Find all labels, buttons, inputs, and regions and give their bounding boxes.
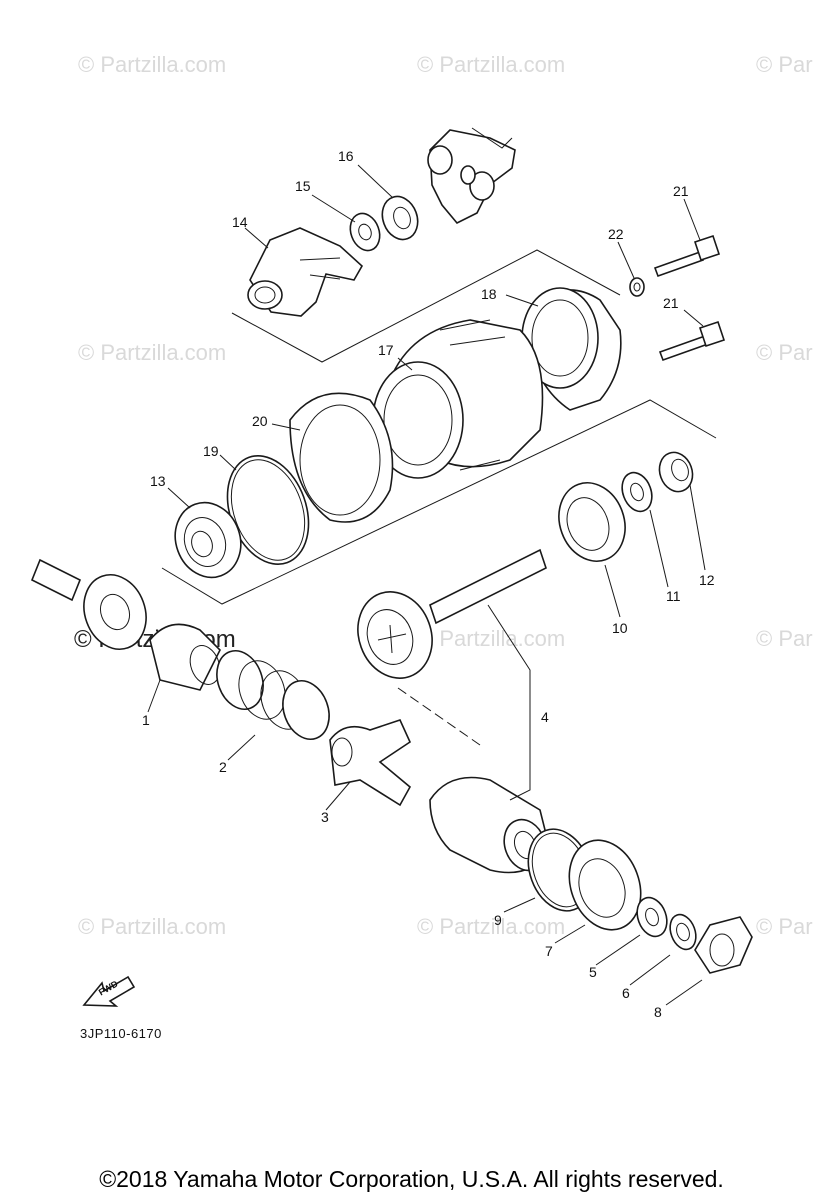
part-7-bearing: [568, 839, 642, 931]
assembly-line: [397, 687, 481, 746]
part-21-bolt: [653, 234, 721, 278]
callout-13: 13: [150, 473, 166, 489]
copyright-footer: ©2018 Yamaha Motor Corporation, U.S.A. A…: [99, 1166, 724, 1192]
watermark: © Partzilla.com: [417, 626, 566, 651]
callout-6: 6: [622, 985, 630, 1001]
watermark: © Partzilla.com: [417, 52, 566, 77]
callout-12: 12: [699, 572, 715, 588]
callout-18: 18: [481, 286, 497, 302]
callout-3: 3: [321, 809, 329, 825]
callout-17: 17: [378, 342, 394, 358]
callout-4: 4: [541, 709, 549, 725]
fwd-arrow-icon: [82, 975, 136, 1007]
diagram-code: 3JP110-6170: [80, 1026, 162, 1041]
drive-shaft-stub: [30, 558, 147, 650]
watermark: © Par: [756, 340, 813, 365]
watermark: © Partzilla.com: [78, 914, 227, 939]
part-11-washer: [621, 471, 653, 513]
watermark: © Par: [756, 626, 813, 651]
part-5-washer: [636, 896, 668, 938]
watermark: © Partzilla.com: [78, 340, 227, 365]
part-18-housing: [521, 287, 622, 411]
part-16-nut: [381, 195, 419, 241]
part-6-lock-washer: [669, 913, 697, 951]
watermark: © Par: [756, 52, 813, 77]
part-19-o-ring: [226, 454, 310, 566]
part-12-cap: [658, 451, 694, 493]
part-3-yoke: [329, 719, 412, 807]
callout-7: 7: [545, 943, 553, 959]
callout-14: 14: [232, 214, 248, 230]
watermark: © Partzilla.com: [78, 52, 227, 77]
part-1-sleeve: [149, 623, 221, 691]
callout-21: 21: [663, 295, 679, 311]
watermark: © Par: [756, 914, 813, 939]
part-8-nut: [694, 916, 753, 974]
callout-5: 5: [589, 964, 597, 980]
part-10-bearing: [558, 482, 626, 562]
part-22-washer: [629, 277, 645, 297]
callout-1: 1: [142, 712, 150, 728]
callout-19: 19: [203, 443, 219, 459]
part-17-housing: [372, 319, 544, 479]
callout-16: 16: [338, 148, 354, 164]
group-outline: [231, 249, 621, 363]
part-15-washer: [349, 212, 381, 252]
leader-lines: [147, 164, 706, 1006]
part-4-pinion-gear: [357, 548, 547, 679]
callout-10: 10: [612, 620, 628, 636]
part-21-bolt: [658, 320, 726, 362]
part-20-shim: [289, 392, 394, 523]
part-13-bearing: [174, 501, 242, 579]
part-14-yoke: [247, 227, 364, 317]
part-2-spring: [216, 650, 330, 740]
callout-20: 20: [252, 413, 268, 429]
group-outline: [161, 399, 717, 605]
callout-15: 15: [295, 178, 311, 194]
callout-21: 21: [673, 183, 689, 199]
callout-22: 22: [608, 226, 624, 242]
callout-8: 8: [654, 1004, 662, 1020]
universal-joint: [427, 127, 516, 224]
callout-9: 9: [494, 912, 502, 928]
watermark: © Partzilla.com: [417, 914, 566, 939]
callout-2: 2: [219, 759, 227, 775]
callout-11: 11: [666, 588, 681, 604]
